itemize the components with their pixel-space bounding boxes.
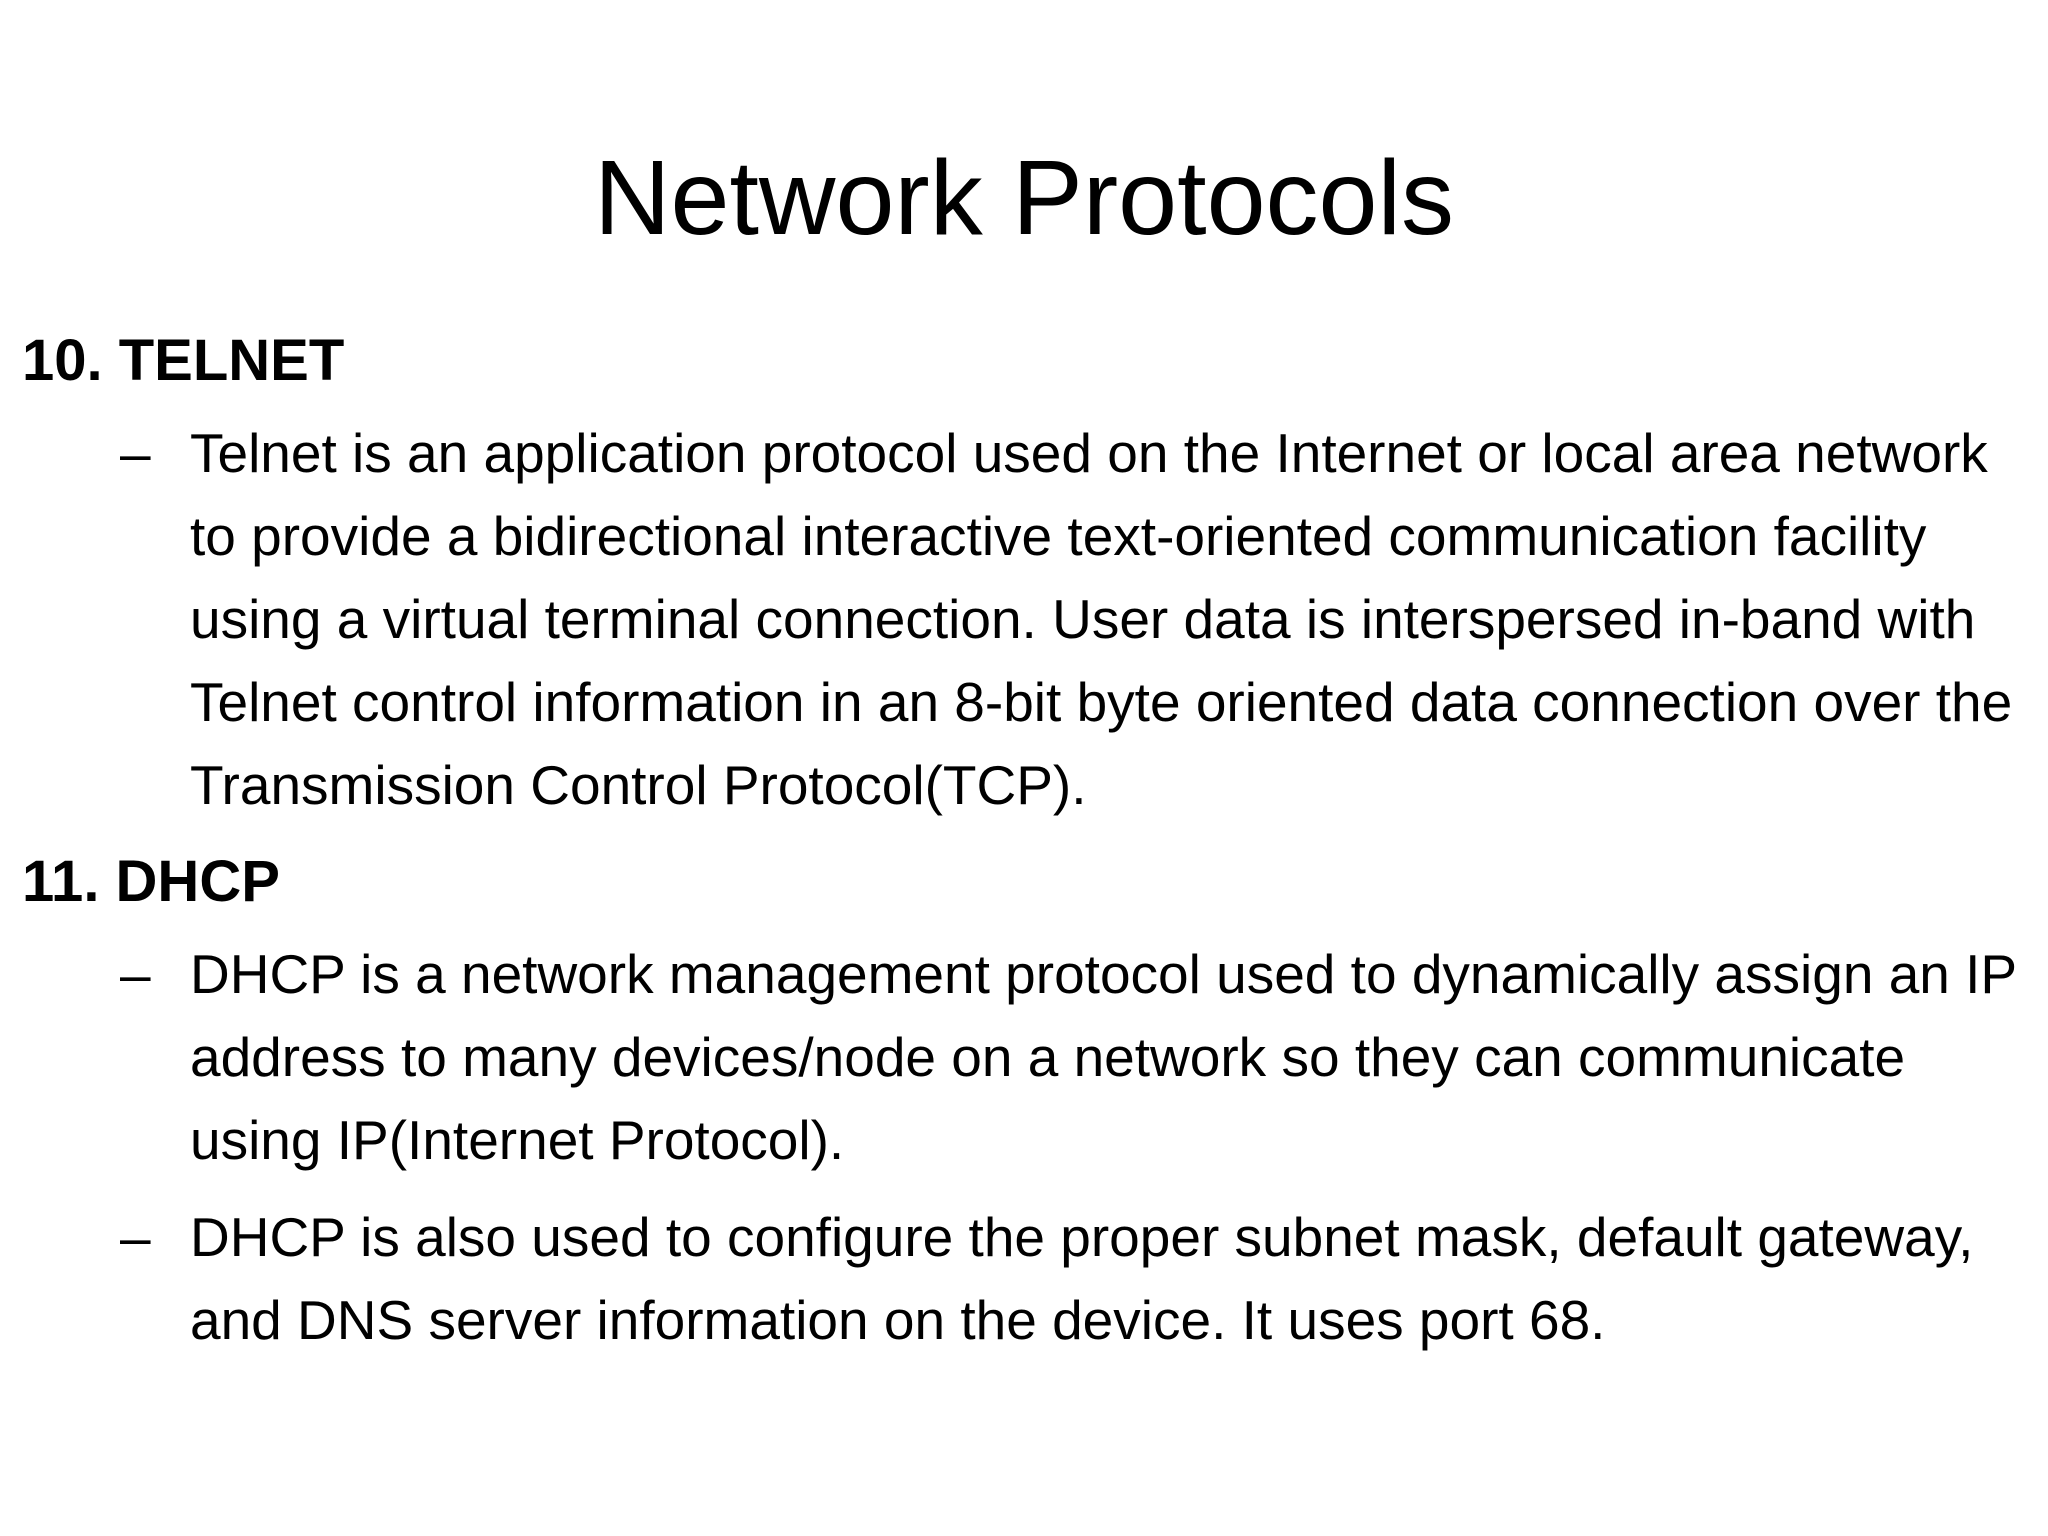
slide-content: 10. TELNET – Telnet is an application pr… [22, 320, 2032, 1376]
bullet-text: Telnet is an application protocol used o… [190, 422, 2013, 816]
section-heading-telnet: 10. TELNET [22, 328, 345, 393]
bullet-dhcp-configuration: – DHCP is also used to configure the pro… [22, 1196, 2032, 1362]
slide-title: Network Protocols [593, 139, 1455, 257]
bullet-dhcp-description: – DHCP is a network management protocol … [22, 933, 2032, 1182]
bullet-dash: – [120, 422, 151, 484]
bullet-text: DHCP is also used to configure the prope… [190, 1206, 1974, 1351]
section-heading-dhcp: 11. DHCP [22, 849, 280, 914]
bullet-dash: – [120, 943, 151, 1005]
bullet-text: DHCP is a network management protocol us… [190, 943, 2017, 1171]
bullet-dash: – [120, 1206, 151, 1268]
bullet-telnet-description: – Telnet is an application protocol used… [22, 412, 2032, 827]
